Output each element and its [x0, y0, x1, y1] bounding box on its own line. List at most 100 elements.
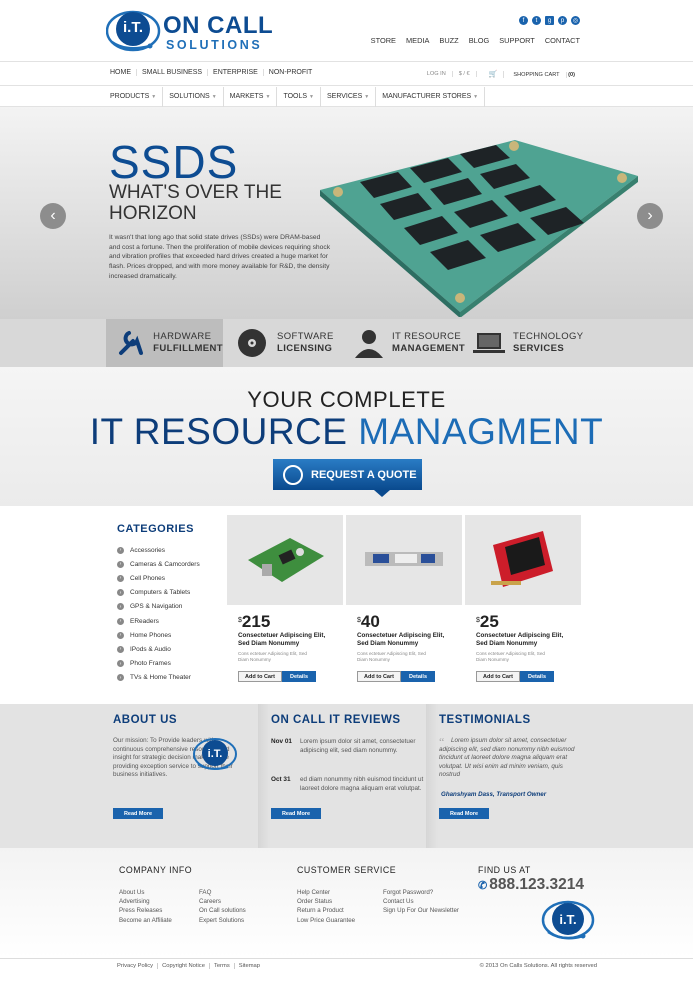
- terms-link[interactable]: Terms: [210, 963, 235, 969]
- top-nav-media[interactable]: MEDIA: [405, 36, 430, 45]
- menu-solutions[interactable]: SOLUTIONS▼: [163, 87, 224, 107]
- category-item[interactable]: ›Cameras & Camcorders: [117, 557, 200, 571]
- category-item[interactable]: ›Photo Frames: [117, 657, 200, 671]
- footer-link[interactable]: Order Status: [297, 898, 333, 906]
- footer-link[interactable]: Careers: [199, 898, 222, 906]
- google-plus-icon[interactable]: g: [545, 16, 554, 25]
- hero-title: SSDS: [109, 136, 239, 188]
- product-name[interactable]: Consectetuer Adipiscing Elit, Sed Diam N…: [476, 632, 564, 647]
- product-image[interactable]: [465, 515, 581, 605]
- dribbble-icon[interactable]: ◎: [571, 16, 580, 25]
- add-to-cart-button[interactable]: Add to Cart: [357, 671, 401, 682]
- facebook-icon[interactable]: f: [519, 16, 528, 25]
- slider-next-button[interactable]: ›: [637, 203, 663, 229]
- menu-products[interactable]: PRODUCTS▼: [110, 87, 164, 107]
- footer-link[interactable]: Contact Us: [383, 898, 414, 906]
- svg-text:i.T.: i.T.: [208, 748, 223, 760]
- menu-tools[interactable]: TOOLS▼: [277, 87, 321, 107]
- nav-home[interactable]: HOME: [110, 69, 137, 76]
- nav-non-profit[interactable]: NON-PROFIT: [268, 69, 313, 76]
- top-nav-blog[interactable]: BLOG: [468, 36, 490, 45]
- product-description: Cons ectetuer Adipiscing Elit, Sed Diam …: [357, 651, 426, 662]
- footer-link[interactable]: Forgot Password?: [383, 889, 434, 896]
- disc-icon: [235, 326, 269, 360]
- shopping-cart-link[interactable]: 🛒SHOPPING CART (0): [477, 70, 581, 78]
- category-item[interactable]: ›Computers & Tablets: [117, 586, 200, 600]
- phone-number[interactable]: ✆888.123.3214: [478, 876, 584, 894]
- pinterest-icon[interactable]: p: [558, 16, 567, 25]
- top-nav-store[interactable]: STORE: [370, 36, 396, 45]
- nav-small-business[interactable]: SMALL BUSINESS: [137, 69, 209, 76]
- reviews-read-more-button[interactable]: Read More: [271, 808, 321, 819]
- menu-services[interactable]: SERVICES▼: [321, 87, 377, 107]
- footer-link[interactable]: Help Center: [297, 889, 331, 896]
- it-resource-banner: YOUR COMPLETE IT RESOURCE MANAGMENT REQU…: [0, 367, 693, 506]
- product-card: $215 Consectetuer Adipiscing Elit, Sed D…: [227, 515, 343, 682]
- product-price: $215: [238, 612, 271, 631]
- footer-link[interactable]: About Us: [119, 889, 145, 896]
- slider-prev-button[interactable]: ‹: [40, 203, 66, 229]
- logo-mark-icon: [105, 10, 161, 52]
- top-nav-buzz[interactable]: BUZZ: [439, 36, 459, 45]
- phone-number-text: 888.123.3214: [489, 876, 585, 893]
- category-item[interactable]: ›Accessories: [117, 543, 200, 557]
- product-image[interactable]: [227, 515, 343, 605]
- menu-manufacturer-stores-label: MANUFACTURER STORES: [382, 93, 472, 100]
- product-name[interactable]: Consectetuer Adipiscing Elit, Sed Diam N…: [238, 632, 326, 647]
- testimonials-read-more-button[interactable]: Read More: [439, 808, 489, 819]
- twitter-icon[interactable]: t: [532, 16, 541, 25]
- footer-logo-icon[interactable]: i.T.: [541, 899, 595, 945]
- nav-enterprise[interactable]: ENTERPRISE: [208, 69, 264, 76]
- add-to-cart-button[interactable]: Add to Cart: [238, 671, 282, 682]
- details-button[interactable]: Details: [282, 671, 316, 682]
- site-logo[interactable]: i.T. ON CALL SOLUTIONS: [105, 8, 276, 54]
- footer-link[interactable]: Return a Product: [297, 907, 344, 915]
- about-read-more-button[interactable]: Read More: [113, 808, 163, 819]
- review-text[interactable]: ed diam nonummy nibh euismod tincidunt u…: [300, 776, 424, 792]
- product-card: $25 Consectetuer Adipiscing Elit, Sed Di…: [465, 515, 581, 682]
- menu-markets[interactable]: MARKETS▼: [224, 87, 278, 107]
- review-text[interactable]: Lorem ipsum dolor sit amet, consectetuer…: [300, 738, 416, 754]
- login-link[interactable]: LOG IN: [421, 71, 453, 77]
- details-button[interactable]: Details: [401, 671, 435, 682]
- categories-list: ›Accessories ›Cameras & Camcorders ›Cell…: [117, 543, 200, 685]
- sitemap-link[interactable]: Sitemap: [238, 963, 260, 969]
- product-image[interactable]: [346, 515, 462, 605]
- currency-switch[interactable]: $ / €: [453, 71, 477, 77]
- top-nav-support[interactable]: SUPPORT: [499, 36, 535, 45]
- category-item[interactable]: ›Home Phones: [117, 628, 200, 642]
- privacy-policy-link[interactable]: Privacy Policy: [117, 963, 159, 969]
- cart-label: SHOPPING CART: [507, 72, 567, 78]
- category-item[interactable]: ›Cell Phones: [117, 571, 200, 585]
- category-item[interactable]: ›EReaders: [117, 614, 200, 628]
- product-card: $40 Consectetuer Adipiscing Elit, Sed Di…: [346, 515, 462, 682]
- top-nav-contact[interactable]: CONTACT: [544, 36, 580, 45]
- add-to-cart-button[interactable]: Add to Cart: [476, 671, 520, 682]
- footer-link[interactable]: Press Releases: [119, 907, 163, 915]
- banner-line2-main: IT RESOURCE: [89, 411, 348, 452]
- footer-link[interactable]: Become an Affiliate: [119, 916, 172, 924]
- arrow-right-icon: ›: [117, 574, 124, 582]
- copyright-notice-link[interactable]: Copyright Notice: [158, 963, 210, 969]
- menu-manufacturer-stores[interactable]: MANUFACTURER STORES▼: [376, 87, 486, 107]
- footer-link[interactable]: FAQ: [199, 889, 212, 896]
- request-quote-button[interactable]: REQUEST A QUOTE: [273, 459, 422, 490]
- footer-link[interactable]: Sign Up For Our Newsletter: [383, 907, 459, 915]
- category-item[interactable]: ›IPods & Audio: [117, 642, 200, 656]
- footer-link[interactable]: Low Price Guarantee: [297, 916, 356, 924]
- footer-link[interactable]: Expert Solutions: [199, 916, 245, 924]
- column-divider: [426, 704, 438, 848]
- category-item[interactable]: ›GPS & Navigation: [117, 600, 200, 614]
- footer-link[interactable]: Advertising: [119, 898, 150, 906]
- product-name[interactable]: Consectetuer Adipiscing Elit, Sed Diam N…: [357, 632, 445, 647]
- footer-link[interactable]: On Call solutions: [199, 907, 246, 915]
- details-button[interactable]: Details: [520, 671, 554, 682]
- category-item[interactable]: ›TVs & Home Theater: [117, 671, 200, 685]
- testimonials-title: TESTIMONIALS: [439, 714, 531, 726]
